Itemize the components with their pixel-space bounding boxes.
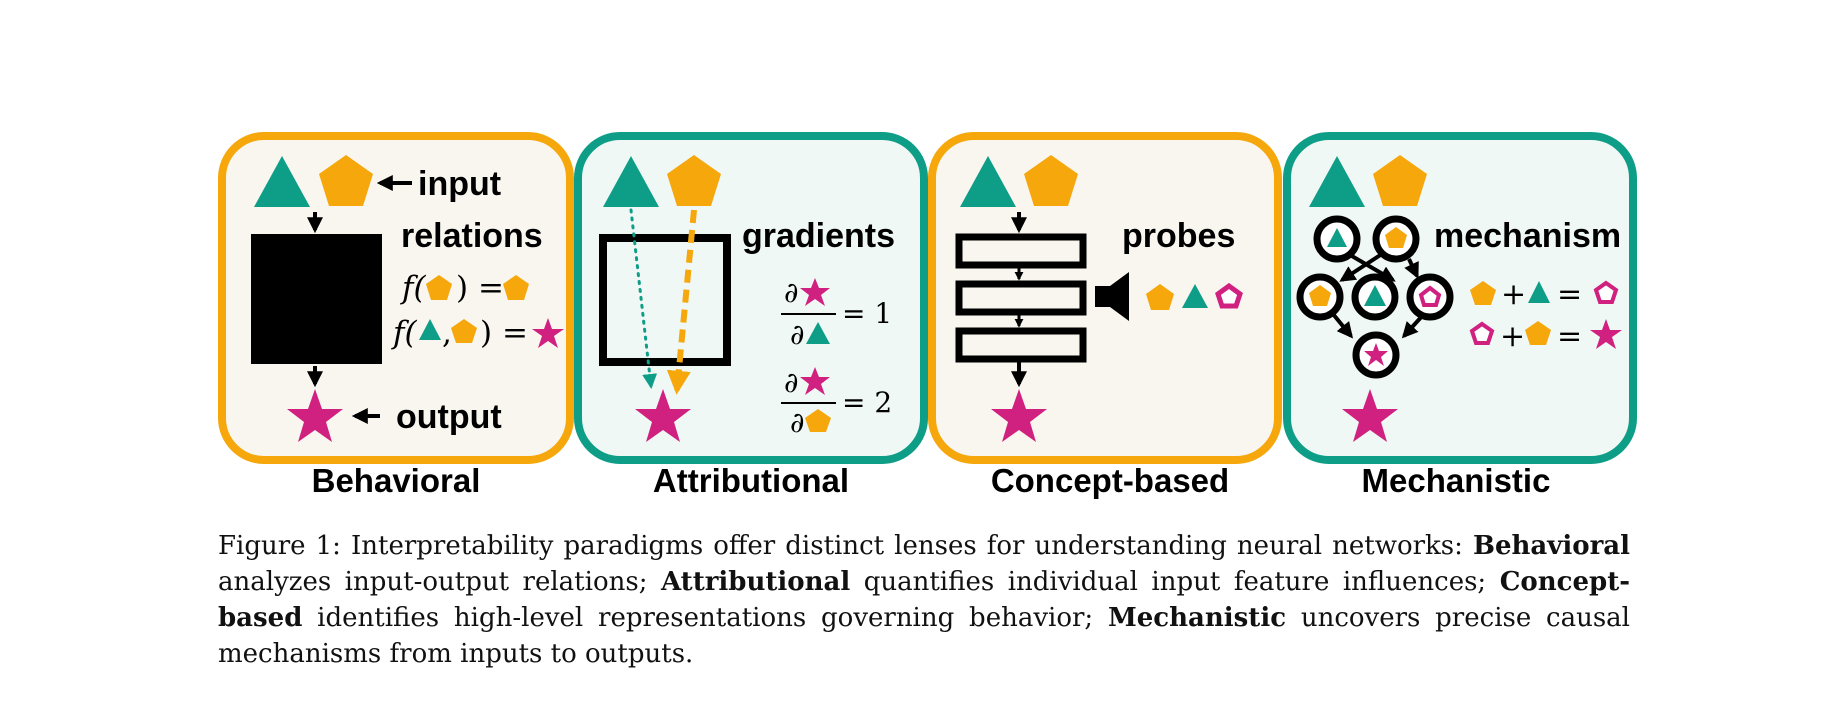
- triangle-icon: [960, 156, 1016, 207]
- panel-frame: [1283, 132, 1637, 464]
- star-icon: [635, 389, 691, 442]
- circuit-edge: [1331, 312, 1354, 339]
- hollow-pentagon-icon: [1469, 321, 1495, 345]
- panel-behavioral: input relations f( ) = f( , ) = output B…: [218, 132, 574, 499]
- layer-box: [955, 327, 1087, 363]
- plus-sign: +: [1501, 277, 1526, 312]
- pentagon-icon: [426, 275, 452, 300]
- pentagon-icon: [1024, 155, 1078, 206]
- star-icon: [800, 367, 830, 395]
- paradigms-figure: input relations f( ) = f( , ) = output B…: [218, 132, 1637, 499]
- eq1-value: = 1: [842, 297, 892, 330]
- caption-text: quantifies individual input feature infl…: [850, 567, 1500, 597]
- star-icon: [532, 318, 564, 348]
- equals-sign: =: [1557, 319, 1582, 354]
- hollow-pentagon-icon: [1593, 280, 1619, 304]
- star-icon: [287, 389, 343, 442]
- triangle-icon: [603, 156, 659, 207]
- layer-box: [955, 233, 1087, 269]
- caption-text: identifies high-level representations go…: [302, 603, 1108, 633]
- panel-attributional: gradients ∂ ∂ = 1 ∂ ∂ = 2 Attributional: [574, 132, 928, 499]
- model-box: [599, 234, 731, 366]
- pentagon-icon: [1385, 227, 1407, 248]
- star-icon: [991, 389, 1047, 442]
- plus-sign: +: [1500, 319, 1525, 354]
- black-box-model: [251, 234, 382, 364]
- panel-title: Concept-based: [991, 462, 1229, 499]
- partial-symbol: ∂: [790, 406, 804, 439]
- pentagon-icon: [319, 155, 373, 206]
- output-label: output: [396, 398, 502, 436]
- pentagon-icon: [667, 155, 721, 206]
- relations-label: relations: [401, 217, 543, 255]
- mechanism-label: mechanism: [1434, 217, 1621, 255]
- pentagon-icon: [1470, 281, 1496, 305]
- figure-caption: Figure 1: Interpretability paradigms off…: [218, 528, 1630, 672]
- triangle-icon: [1528, 281, 1550, 303]
- hollow-pentagon-icon: [1418, 285, 1442, 307]
- panel-mechanistic: mechanism + = + = Mechanistic: [1283, 132, 1637, 499]
- star-icon: [1342, 389, 1398, 442]
- panel-title: Mechanistic: [1362, 462, 1551, 499]
- triangle-icon: [1309, 156, 1365, 207]
- eq2-f: f(: [391, 315, 417, 351]
- pentagon-icon: [451, 319, 477, 343]
- caption-text: analyzes input-output relations;: [218, 567, 661, 597]
- panel-title: Behavioral: [312, 462, 481, 499]
- panel-title: Attributional: [653, 462, 849, 499]
- caption-term-behavioral: Behavioral: [1472, 531, 1630, 561]
- circuit-edge: [1343, 250, 1396, 282]
- pentagon-icon: [1373, 155, 1427, 206]
- circuit-edge: [1339, 250, 1387, 282]
- partial-symbol: ∂: [790, 318, 804, 351]
- hollow-pentagon-icon: [1215, 282, 1243, 309]
- circuit-edge: [1404, 258, 1419, 279]
- caption-term-mechanistic: Mechanistic: [1107, 603, 1287, 633]
- pentagon-icon: [1309, 285, 1331, 306]
- eq1-f: f(: [400, 270, 426, 306]
- probes-label: probes: [1122, 217, 1235, 255]
- star-icon: [1590, 319, 1622, 349]
- caption-text: uncovers precise causal mechanisms from …: [218, 603, 1630, 669]
- star-icon: [800, 278, 830, 306]
- triangle-icon: [1327, 228, 1347, 247]
- gradients-label: gradients: [742, 217, 895, 255]
- star-icon: [1364, 343, 1388, 366]
- eq2-value: = 2: [842, 386, 892, 419]
- caption-term-attributional: Attributional: [660, 567, 851, 597]
- partial-symbol: ∂: [784, 276, 798, 309]
- partial-symbol: ∂: [784, 366, 798, 399]
- caption-term-concept-based: Concept-based: [218, 567, 1630, 633]
- triangle-icon: [1364, 285, 1386, 306]
- gradient-path-triangle: [629, 208, 658, 389]
- pentagon-icon: [1525, 321, 1551, 345]
- eq1-close: ) =: [456, 270, 504, 306]
- input-label: input: [418, 165, 501, 203]
- panel-frame: [574, 132, 928, 464]
- caption-prefix: Figure 1: Interpretability paradigms off…: [218, 531, 1473, 561]
- triangle-icon: [419, 319, 441, 340]
- triangle-icon: [254, 156, 310, 207]
- pentagon-icon: [1146, 284, 1174, 310]
- gradient-path-pentagon: [666, 209, 697, 395]
- pentagon-icon: [503, 275, 529, 300]
- eq2-close: ) =: [480, 315, 528, 351]
- equals-sign: =: [1557, 277, 1582, 312]
- pentagon-icon: [805, 409, 831, 432]
- eq2-comma: ,: [442, 315, 452, 351]
- panel-concept-based: probes Concept-based: [928, 132, 1282, 499]
- triangle-icon: [806, 322, 830, 344]
- triangle-icon: [1182, 284, 1208, 308]
- probe-icon: [1095, 272, 1129, 321]
- layer-box: [955, 280, 1087, 316]
